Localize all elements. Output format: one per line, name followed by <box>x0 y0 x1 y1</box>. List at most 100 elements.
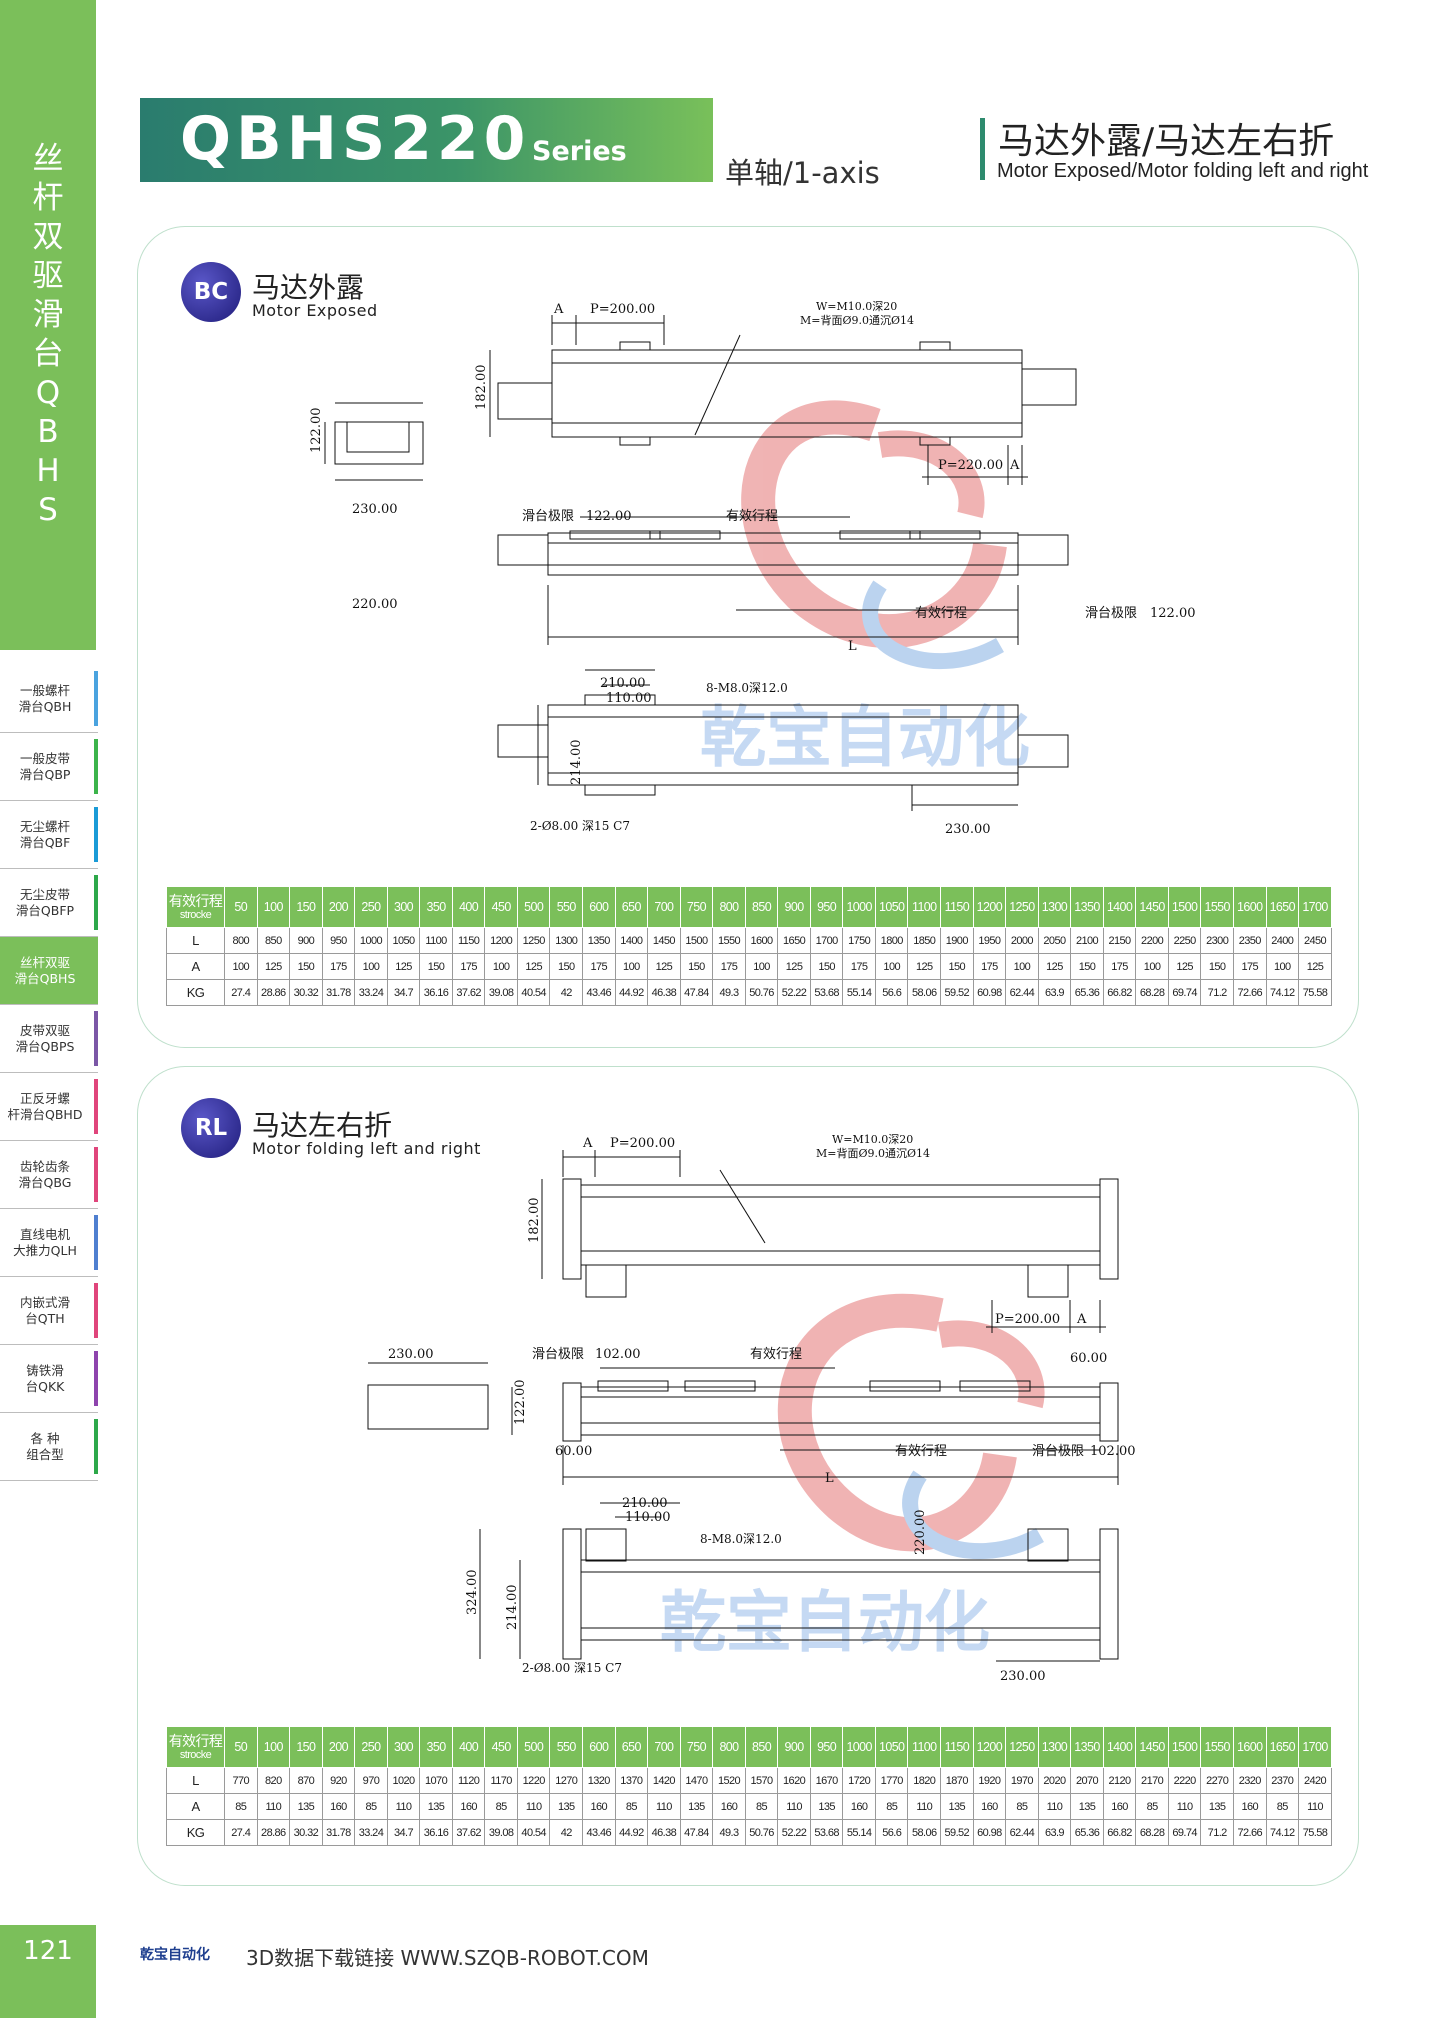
table-cell: 58.06 <box>907 1819 942 1846</box>
sidebar-nav-item[interactable]: 铸铁滑 台QKK <box>0 1345 98 1413</box>
sidebar-nav-label: 齿轮齿条 滑台QBG <box>18 1158 72 1190</box>
table-cell: 110 <box>907 1793 942 1820</box>
dim-label: L <box>848 639 857 654</box>
sidebar-nav-item[interactable]: 皮带双驱 滑台QBPS <box>0 1005 98 1073</box>
stroke-header-cell: 800 <box>712 886 746 928</box>
sidebar-nav-item[interactable]: 无尘皮带 滑台QBFP <box>0 869 98 937</box>
table-cell: 31.78 <box>321 1819 356 1846</box>
table-cell: 58.06 <box>907 979 942 1006</box>
table-cell: 34.7 <box>386 1819 421 1846</box>
stroke-header-cell: 1100 <box>907 886 942 928</box>
dim-label: 230.00 <box>945 822 991 837</box>
table-cell: 62.44 <box>1005 1819 1039 1846</box>
sidebar-nav-item[interactable]: 各 种 组合型 <box>0 1413 98 1481</box>
table-cell: 2050 <box>1037 927 1072 954</box>
table-cell: 125 <box>386 953 421 980</box>
table-cell: 44.92 <box>614 979 649 1006</box>
table-cell: 1700 <box>809 927 844 954</box>
stroke-header-cell: 150 <box>289 1726 323 1768</box>
table-cell: 27.4 <box>224 1819 258 1846</box>
header-divider <box>980 118 985 180</box>
header-subtitle: Motor Exposed/Motor folding left and rig… <box>997 160 1369 182</box>
section-badge: BC <box>181 262 241 322</box>
dim-label: P=200.00 <box>995 1312 1060 1327</box>
table-cell: 1370 <box>614 1767 649 1794</box>
stroke-header-cell: 1050 <box>874 1726 909 1768</box>
axis-label: 单轴/1-axis <box>725 156 880 190</box>
table-cell: 1620 <box>777 1767 811 1794</box>
section-subtitle: Motor folding left and right <box>252 1139 481 1158</box>
table-cell: 44.92 <box>614 1819 649 1846</box>
table-cell: 110 <box>1037 1793 1072 1820</box>
stroke-header-cell: 1400 <box>1102 886 1137 928</box>
table-cell: 175 <box>582 953 616 980</box>
table-cell: 135 <box>679 1793 714 1820</box>
stroke-header-cell: 1150 <box>940 1726 974 1768</box>
sidebar-nav-color-bar <box>94 1011 98 1066</box>
table-cell: 72.66 <box>1232 979 1267 1006</box>
stroke-header-cell: 50 <box>224 1726 258 1768</box>
dim-label: 182.00 <box>474 365 489 411</box>
sidebar-nav-item[interactable]: 直线电机 大推力QLH <box>0 1209 98 1277</box>
table-cell: 50.76 <box>744 979 779 1006</box>
table-cell: 1170 <box>484 1767 518 1794</box>
footer-download-link[interactable]: 3D数据下载链接 WWW.SZQB-ROBOT.COM <box>246 1946 649 1970</box>
section-panel-rl <box>137 1066 1359 1886</box>
table-cell: 160 <box>712 1793 746 1820</box>
table-cell: 37.62 <box>451 979 486 1006</box>
table-cell: 1000 <box>354 927 388 954</box>
sidebar-nav-item[interactable]: 正反牙螺 杆滑台QBHD <box>0 1073 98 1141</box>
dim-label: M=背面Ø9.0通沉Ø14 <box>800 313 914 327</box>
table-cell: 2120 <box>1102 1767 1137 1794</box>
dim-label: 210.00 <box>622 1496 668 1511</box>
section-panel-bc <box>137 226 1359 1048</box>
sidebar-title: 丝杆双驱滑台QBHS <box>32 141 64 528</box>
table-cell: 37.62 <box>451 1819 486 1846</box>
dim-label: P=220.00 <box>938 458 1003 473</box>
table-cell: 2300 <box>1200 927 1234 954</box>
table-cell: 56.6 <box>874 1819 909 1846</box>
table-cell: 27.4 <box>224 979 258 1006</box>
dim-label: 102.00 <box>1090 1444 1136 1459</box>
sidebar-nav-item[interactable]: 丝杆双驱 滑台QBHS <box>0 937 98 1005</box>
sidebar-nav-item[interactable]: 内嵌式滑 台QTH <box>0 1277 98 1345</box>
stroke-header-cell: 400 <box>451 886 486 928</box>
stroke-header-cell: 100 <box>256 1726 291 1768</box>
table-cell: 1970 <box>1005 1767 1039 1794</box>
table-cell: 1900 <box>940 927 974 954</box>
table-cell: 2100 <box>1070 927 1104 954</box>
table-cell: 34.7 <box>386 979 421 1006</box>
table-cell: 870 <box>289 1767 323 1794</box>
stroke-header-cell: 1500 <box>1167 886 1202 928</box>
stroke-header-cell: 1000 <box>842 1726 876 1768</box>
sidebar-nav-color-bar <box>94 1419 98 1474</box>
stroke-header-cell: 50 <box>224 886 258 928</box>
sidebar-nav-item[interactable]: 无尘螺杆 滑台QBF <box>0 801 98 869</box>
table-cell: 135 <box>1070 1793 1104 1820</box>
table-cell: 100 <box>1005 953 1039 980</box>
table-cell: 125 <box>1037 953 1072 980</box>
table-cell: 1250 <box>516 927 551 954</box>
table-cell: 85 <box>354 1793 388 1820</box>
sidebar-nav-item[interactable]: 一般皮带 滑台QBP <box>0 733 98 801</box>
sidebar-nav-item[interactable]: 一般螺杆 滑台QBH <box>0 665 98 733</box>
table-cell: 135 <box>289 1793 323 1820</box>
stroke-header-cell: 850 <box>744 1726 779 1768</box>
sidebar-nav-item[interactable]: 齿轮齿条 滑台QBG <box>0 1141 98 1209</box>
dim-label: 182.00 <box>527 1198 542 1244</box>
table-cell: 1570 <box>744 1767 779 1794</box>
table-cell: 75.58 <box>1298 979 1332 1006</box>
table-cell: 68.28 <box>1135 979 1169 1006</box>
dim-label: 有效行程 <box>915 606 967 621</box>
table-cell: 40.54 <box>516 1819 551 1846</box>
table-cell: 33.24 <box>354 979 388 1006</box>
stroke-header-cell: 1550 <box>1200 1726 1234 1768</box>
stroke-header-cell: 350 <box>419 886 453 928</box>
table-cell: 52.22 <box>777 1819 811 1846</box>
stroke-header-cell: 100 <box>256 886 291 928</box>
table-cell: 2220 <box>1167 1767 1202 1794</box>
sidebar-nav-color-bar <box>94 1283 98 1338</box>
